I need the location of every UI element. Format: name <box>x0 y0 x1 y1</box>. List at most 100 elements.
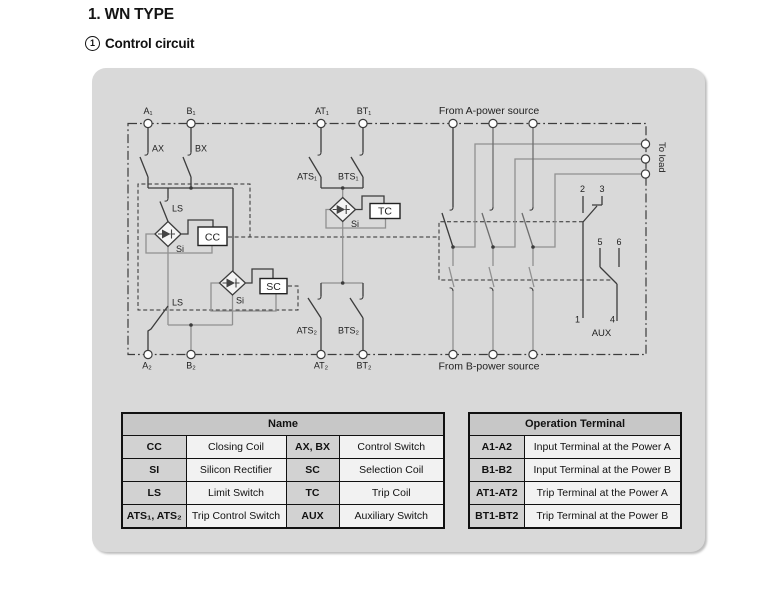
junction-dots <box>189 186 535 327</box>
desc-cell: Trip Control Switch <box>185 504 287 529</box>
terminal-powerA-1 <box>448 118 458 129</box>
rectifier-cc <box>154 220 182 248</box>
circled-number-icon: 1 <box>85 36 100 51</box>
terminal-cell: AT1-AT2 <box>468 481 525 505</box>
label-aux-3: 3 <box>599 184 604 194</box>
terminal-powerB-1 <box>448 349 458 360</box>
label-ats2: ATS₂ <box>297 326 318 336</box>
label-bt1: BT₁ <box>357 106 372 116</box>
rectifier-tc <box>329 196 357 223</box>
table-row: A1-A2 Input Terminal at the Power A <box>468 435 682 459</box>
abbr-cell: TC <box>285 481 340 505</box>
abbr-cell: AX, BX <box>285 435 340 459</box>
table-row: B1-B2 Input Terminal at the Power B <box>468 458 682 482</box>
diagram-labels: A₁ B₁ AT₁ BT₁ From A-power source To loa… <box>142 105 667 373</box>
table-row: CC Closing Coil AX, BX Control Switch <box>121 435 445 459</box>
label-at2: AT₂ <box>314 361 329 371</box>
terminal-a2 <box>143 349 153 360</box>
label-bt2: BT₂ <box>357 361 373 371</box>
desc-cell: Auxiliary Switch <box>338 504 445 529</box>
label-aux-4: 4 <box>610 315 615 325</box>
desc-cell: Trip Terminal at the Power A <box>523 481 682 505</box>
abbr-cell: LS <box>121 481 187 505</box>
label-from-b-power: From B-power source <box>439 361 540 373</box>
terminal-load-3 <box>640 169 651 179</box>
label-bts1: BTS₁ <box>338 172 359 182</box>
terminal-b1 <box>186 118 196 129</box>
label-ls-upper: LS <box>172 204 183 214</box>
terminal-a1 <box>143 118 153 129</box>
label-aux-2: 2 <box>580 184 585 194</box>
coil-boxes: CC TC SC <box>197 202 401 295</box>
circuit-boundary <box>127 122 647 356</box>
sc-coil-label: SC <box>266 281 281 293</box>
label-si-tc: Si <box>351 219 359 229</box>
diode-icon <box>162 229 171 239</box>
label-at1: AT₁ <box>315 106 329 116</box>
terminal-powerB-3 <box>528 349 538 360</box>
tc-coil-box <box>369 202 401 220</box>
label-a2: A₂ <box>142 361 152 371</box>
desc-cell: Trip Coil <box>338 481 445 505</box>
sc-coil-box <box>259 277 288 295</box>
name-table: Name CC Closing Coil AX, BX Control Swit… <box>121 412 446 529</box>
label-aux-1: 1 <box>575 315 580 325</box>
terminal-cell: BT1-BT2 <box>468 504 525 529</box>
diode-icon <box>336 205 346 214</box>
mechanical-link-dashed-lines <box>137 183 613 311</box>
terminal-cell: A1-A2 <box>468 435 525 459</box>
page-title: 1. WN TYPE <box>88 6 174 23</box>
desc-cell: Silicon Rectifier <box>185 458 287 482</box>
desc-cell: Control Switch <box>338 435 445 459</box>
terminal-load-1 <box>640 139 651 149</box>
power-interlock-dashed-box <box>438 221 613 281</box>
label-to-load: To load <box>656 142 667 173</box>
rectifier-sc <box>218 270 247 296</box>
table-row: AT1-AT2 Trip Terminal at the Power A <box>468 481 682 505</box>
table-row: SI Silicon Rectifier SC Selection Coil <box>121 458 445 482</box>
label-b2: B₂ <box>186 361 196 371</box>
terminal-at1 <box>316 118 326 129</box>
operation-terminal-header: Operation Terminal <box>468 412 682 436</box>
abbr-cell: SI <box>121 458 187 482</box>
cc-coil-box <box>197 226 228 247</box>
terminal-bt2 <box>358 349 368 360</box>
section-title: Control circuit <box>105 36 195 51</box>
desc-cell: Input Terminal at the Power B <box>523 458 682 482</box>
terminal-bt1 <box>358 118 368 129</box>
tc-coil-label: TC <box>378 206 392 218</box>
label-ats1: ATS₁ <box>297 172 317 182</box>
terminals <box>143 118 651 360</box>
diode-icon <box>226 278 235 288</box>
table-row: LS Limit Switch TC Trip Coil <box>121 481 445 505</box>
section-heading: 1 Control circuit <box>85 36 194 51</box>
label-a1: A₁ <box>143 106 152 116</box>
label-ax: AX <box>152 144 164 154</box>
desc-cell: Selection Coil <box>338 458 445 482</box>
terminal-powerB-2 <box>488 349 498 360</box>
label-aux-5: 5 <box>597 237 602 247</box>
abbr-cell: ATS₁, ATS₂ <box>121 504 187 529</box>
gray-wires <box>145 143 642 350</box>
terminal-cell: B1-B2 <box>468 458 525 482</box>
terminal-at2 <box>316 349 326 360</box>
power-pole-wires <box>481 128 534 248</box>
abbr-cell: SC <box>285 458 340 482</box>
label-b1: B₁ <box>186 106 195 116</box>
desc-cell: Trip Terminal at the Power B <box>523 504 682 529</box>
label-si-cc: Si <box>176 244 184 254</box>
label-bx: BX <box>195 144 207 154</box>
cc-coil-label: CC <box>205 232 221 244</box>
terminal-load-2 <box>640 154 651 164</box>
terminal-powerA-2 <box>488 118 498 129</box>
terminal-powerA-3 <box>528 118 538 129</box>
label-aux: AUX <box>592 328 612 339</box>
silicon-rectifiers <box>154 196 357 296</box>
label-si-sc: Si <box>236 296 244 306</box>
label-ls-lower: LS <box>172 298 183 308</box>
switch-contact-hooks <box>144 151 534 300</box>
operation-terminal-table: Operation Terminal A1-A2 Input Terminal … <box>468 412 683 529</box>
abbr-cell: AUX <box>285 504 340 529</box>
label-aux-6: 6 <box>616 237 621 247</box>
